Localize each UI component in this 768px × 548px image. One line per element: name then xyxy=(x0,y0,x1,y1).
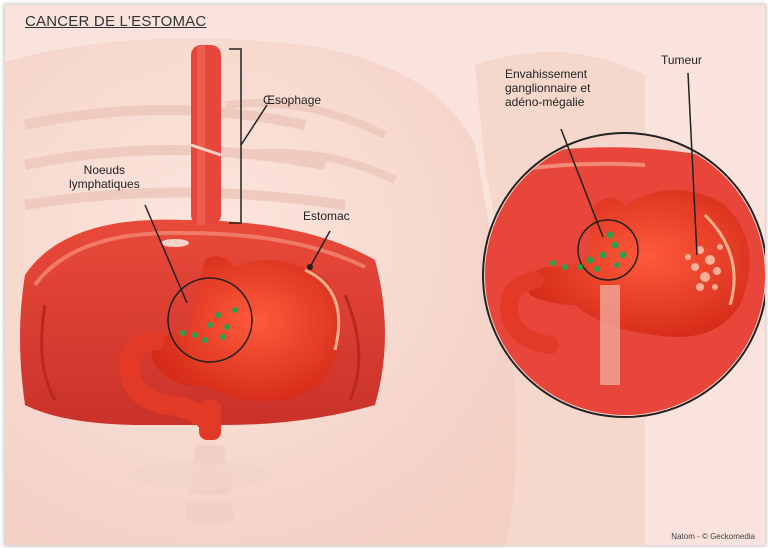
leader-estomac-dot xyxy=(307,264,313,270)
label-estomac: Estomac xyxy=(303,209,350,223)
label-oesophage: Œsophage xyxy=(263,93,321,107)
label-tumeur: Tumeur xyxy=(661,53,702,67)
anatomy-illustration xyxy=(5,5,765,545)
esophagus xyxy=(191,45,221,225)
label-noeuds-lymphatiques: Noeuds lymphatiques xyxy=(69,163,140,191)
credit-text: Natom - © Geckomedia xyxy=(671,532,755,541)
illustration-frame: CANCER DE L'ESTOMAC Œsophage Noeuds lymp… xyxy=(4,4,766,546)
page-title: CANCER DE L'ESTOMAC xyxy=(25,13,206,30)
label-envahissement: Envahissement ganglionnaire et adéno-még… xyxy=(505,67,590,109)
